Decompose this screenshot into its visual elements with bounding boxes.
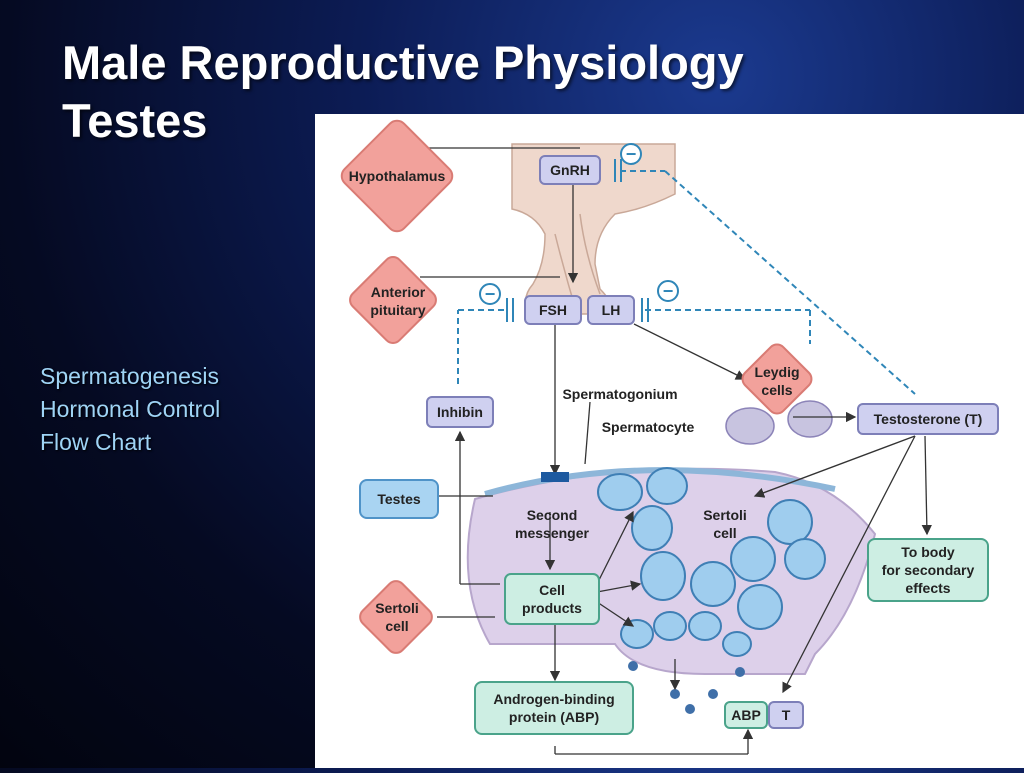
feedback-blocks (506, 159, 649, 322)
leydig-cells-node: Leydig cells (741, 343, 813, 415)
cell-products-node: Cell products (504, 573, 600, 625)
inhibin-label: Inhibin (437, 404, 483, 420)
subtitle-line-1: Spermatogenesis (40, 363, 219, 389)
lh-node: LH (587, 295, 635, 325)
second-messenger-label-2: messenger (515, 525, 589, 541)
spermatocyte-label: Spermatocyte (602, 419, 695, 435)
leydig-label-2: cells (761, 382, 792, 398)
testosterone-node: Testosterone (T) (857, 403, 999, 435)
title-line-1: Male Reproductive Physiology (62, 36, 744, 89)
subtitle-line-3: Flow Chart (40, 429, 152, 455)
hormonal-control-diagram: − − − Hypothalamus Anterior pituitary Le… (315, 114, 1024, 768)
anterior-pituitary-label-1: Anterior (371, 284, 426, 300)
minus-label: − (626, 144, 637, 164)
to-body-label-2: for secondary (882, 562, 975, 578)
spermatogonium-label: Spermatogonium (562, 386, 677, 402)
gnrh-node: GnRH (539, 155, 601, 185)
fsh-receptor-icon (541, 472, 569, 482)
to-body-label-1: To body (901, 544, 955, 560)
gnrh-label: GnRH (550, 162, 590, 178)
second-messenger-label-1: Second (527, 507, 578, 523)
slide-subtitle: Spermatogenesis Hormonal Control Flow Ch… (40, 360, 310, 459)
t-small-node (768, 701, 804, 729)
sertoli-inner-label-1: Sertoli (703, 507, 747, 523)
connector-lines (420, 147, 933, 755)
sertoli-inner-label-2: cell (713, 525, 736, 541)
feedback-lines (457, 170, 916, 395)
sertoli-cell-label-2: cell (385, 618, 408, 634)
leydig-cells-illustration (725, 400, 833, 445)
testes-node: Testes (359, 479, 439, 519)
sertoli-cell-node: Sertoli cell (359, 580, 433, 654)
cell-products-label-2: products (522, 600, 582, 616)
fsh-node: FSH (524, 295, 582, 325)
inhibin-node: Inhibin (426, 396, 494, 428)
anterior-pituitary-node: Anterior pituitary (349, 256, 437, 344)
testosterone-label: Testosterone (T) (874, 411, 983, 427)
abp-box-label-2: protein (ABP) (509, 709, 599, 725)
leydig-label-1: Leydig (754, 364, 799, 380)
fsh-label: FSH (539, 302, 567, 318)
abp-t-complex: ABP T (724, 701, 804, 729)
abp-label: ABP (731, 707, 761, 723)
testes-label: Testes (377, 491, 421, 507)
to-body-label-3: effects (905, 580, 950, 596)
abp-small-node (724, 701, 768, 729)
inhibition-symbol-gnrh: − (620, 143, 642, 165)
cell-products-label-1: Cell (539, 582, 565, 598)
androgen-binding-protein-node: Androgen-binding protein (ABP) (474, 681, 634, 735)
minus-label: − (663, 281, 674, 301)
sertoli-cell-label-1: Sertoli (375, 600, 419, 616)
inhibition-symbol-lh: − (657, 280, 679, 302)
germ-cells (597, 467, 826, 714)
inhibition-symbol-fsh: − (479, 283, 501, 305)
t-label: T (782, 707, 791, 723)
anterior-pituitary-label-2: pituitary (370, 302, 425, 318)
diagram-canvas: − − − Hypothalamus Anterior pituitary Le… (340, 119, 999, 755)
hypothalamus-node: Hypothalamus (340, 119, 454, 233)
slide-title: Male Reproductive Physiology Testes (62, 34, 962, 150)
subtitle-line-2: Hormonal Control (40, 396, 221, 422)
title-line-2: Testes (62, 94, 208, 147)
hypothalamus-label: Hypothalamus (349, 168, 446, 184)
lh-label: LH (602, 302, 621, 318)
to-body-node: To body for secondary effects (867, 538, 989, 602)
minus-label: − (485, 284, 496, 304)
abp-box-label-1: Androgen-binding (493, 691, 614, 707)
